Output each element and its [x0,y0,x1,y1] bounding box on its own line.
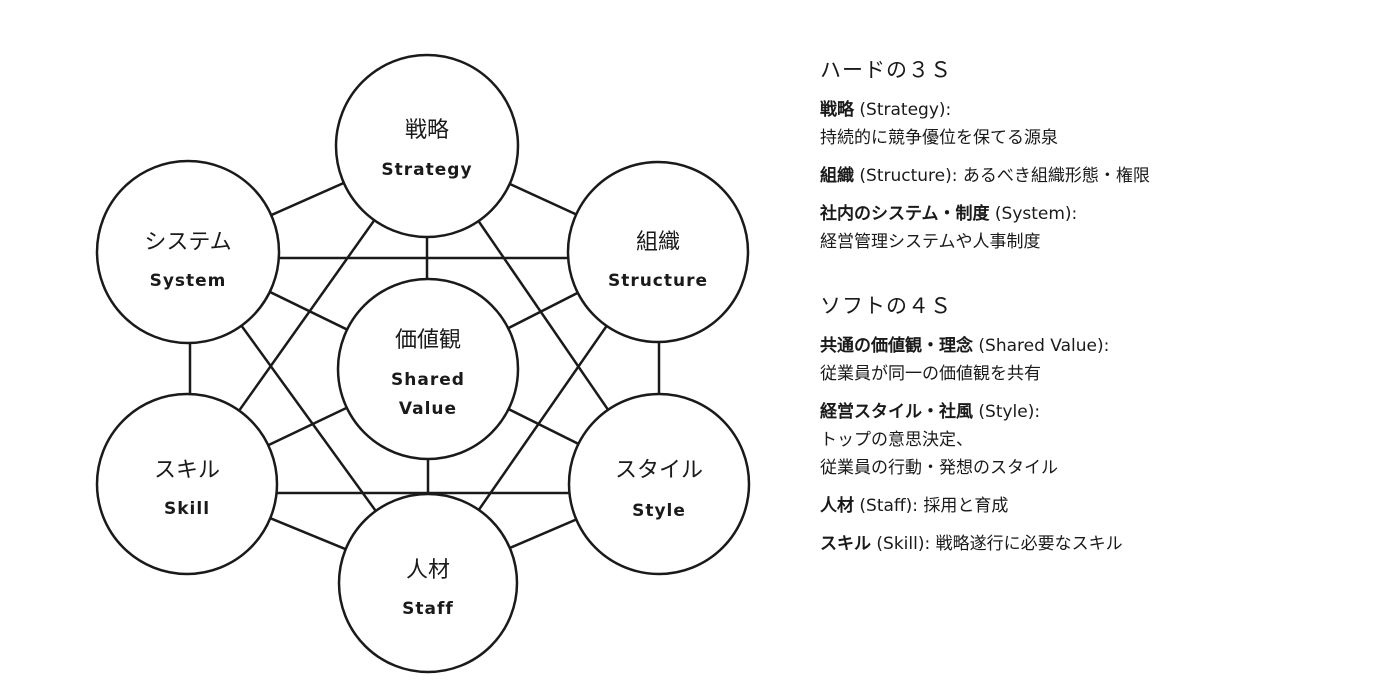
node-style-ja: スタイル [615,458,703,483]
item-term: 組織 [820,166,854,186]
node-skill: スキル Skill [95,392,279,576]
item-en: (Style): [973,402,1041,422]
node-style-en: Style [632,501,686,521]
item-en: (Skill): [871,534,931,554]
item-en: (Staff): [854,496,918,516]
item-desc-line2: 従業員の行動・発想のスタイル [820,458,1058,478]
hard-item-system: 社内のシステム・制度 (System): 経営管理システムや人事制度 [820,200,1340,256]
node-skill-ja: スキル [154,458,220,483]
hard-section-title: ハードの３Ｓ [820,58,952,82]
node-staff-en: Staff [402,599,454,619]
item-en: (Shared Value): [973,336,1110,356]
item-desc: あるべき組織形態・権限 [957,166,1150,186]
node-shared-value: 価値観 Shared Value [336,277,520,461]
node-structure: 組織 Structure [566,160,750,344]
description-panel: ハードの３Ｓ 戦略 (Strategy): 持続的に競争優位を保てる源泉 組織 … [820,56,1340,568]
soft-item-shared-value: 共通の価値観・理念 (Shared Value): 従業員が同一の価値観を共有 [820,332,1340,388]
node-structure-ja: 組織 [636,230,680,255]
node-style: スタイル Style [567,392,751,576]
item-desc: トップの意思決定、 [820,430,973,450]
seven-s-diagram: 戦略 Strategy システム System 組織 Structure 価値観… [95,53,751,674]
item-desc: 持続的に競争優位を保てる源泉 [820,128,1058,148]
soft-section-title: ソフトの４Ｓ [820,294,952,318]
hard-item-structure: 組織 (Structure): あるべき組織形態・権限 [820,162,1340,190]
item-term: 共通の価値観・理念 [820,336,973,356]
node-structure-en: Structure [608,271,708,291]
soft-item-skill: スキル (Skill): 戦略遂行に必要なスキル [820,530,1340,558]
node-system: システム System [95,159,281,345]
soft-item-staff: 人材 (Staff): 採用と育成 [820,492,1340,520]
item-en: (Strategy): [854,100,952,120]
item-desc: 経営管理システムや人事制度 [820,232,1041,252]
node-strategy: 戦略 Strategy [334,53,520,239]
node-shared-value-en-line1: Shared [391,370,465,390]
node-staff: 人材 Staff [337,492,519,674]
node-strategy-ja: 戦略 [405,118,449,143]
node-shared-value-ja: 価値観 [395,328,461,353]
soft-section: ソフトの４Ｓ 共通の価値観・理念 (Shared Value): 従業員が同一の… [820,292,1340,558]
item-desc: 従業員が同一の価値観を共有 [820,364,1041,384]
node-staff-ja: 人材 [406,558,450,583]
hard-section: ハードの３Ｓ 戦略 (Strategy): 持続的に競争優位を保てる源泉 組織 … [820,56,1340,256]
item-term: 社内のシステム・制度 [820,204,990,224]
item-desc: 採用と育成 [917,496,1009,516]
hard-item-strategy: 戦略 (Strategy): 持続的に競争優位を保てる源泉 [820,96,1340,152]
item-term: スキル [820,534,871,554]
item-en: (Structure): [854,166,958,186]
node-system-ja: システム [144,230,231,255]
item-en: (System): [989,204,1078,224]
item-term: 人材 [820,496,854,516]
node-shared-value-en-line2: Value [399,399,457,419]
soft-item-style: 経営スタイル・社風 (Style): トップの意思決定、 従業員の行動・発想のス… [820,398,1340,482]
node-strategy-en: Strategy [381,160,472,180]
item-desc: 戦略遂行に必要なスキル [930,534,1123,554]
node-skill-en: Skill [164,499,210,519]
node-system-en: System [150,271,227,291]
item-term: 戦略 [820,100,854,120]
item-term: 経営スタイル・社風 [820,402,973,422]
